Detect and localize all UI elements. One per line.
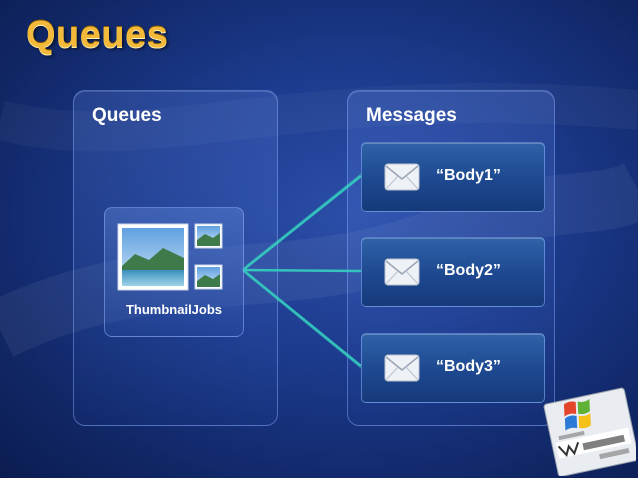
envelope-icon — [384, 258, 420, 286]
envelope-icon — [384, 354, 420, 382]
connector-line-1 — [242, 175, 362, 271]
message-item[interactable]: “Body1” — [361, 142, 545, 212]
slide-title: Queues — [26, 14, 169, 56]
connector-line-2 — [242, 268, 362, 273]
message-body: “Body2” — [436, 262, 501, 279]
message-body: “Body1” — [436, 167, 501, 184]
windows-community-logo — [543, 387, 636, 476]
queue-thumbnailjobs[interactable]: ThumbnailJobs — [104, 207, 244, 337]
envelope-icon — [384, 163, 420, 191]
queue-name-label: ThumbnailJobs — [125, 302, 223, 317]
connector-line-3 — [242, 269, 362, 367]
queues-panel-title: Queues — [92, 105, 162, 126]
image-icon — [117, 223, 223, 291]
message-body: “Body3” — [436, 358, 501, 375]
message-item[interactable]: “Body3” — [361, 333, 545, 403]
message-item[interactable]: “Body2” — [361, 237, 545, 307]
messages-panel-title: Messages — [366, 105, 457, 126]
